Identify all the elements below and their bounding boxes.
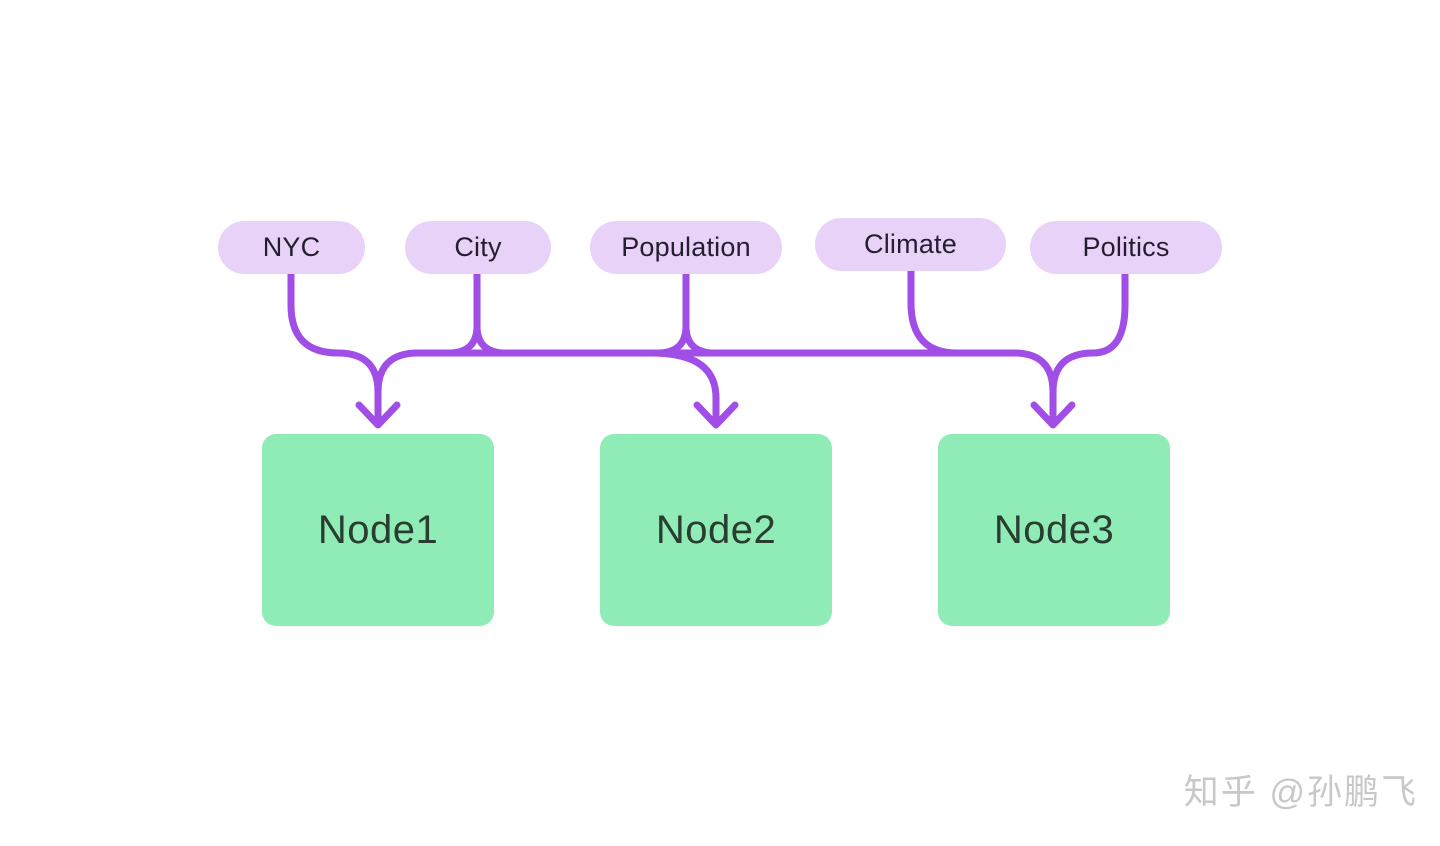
bus-to-node2-feed: [646, 349, 720, 427]
bus-line-with-node1-entry: [374, 349, 1018, 427]
edge-city-branch-left: [444, 322, 481, 357]
source-pill-city-label: City: [454, 232, 502, 262]
source-pill-population: Population: [590, 221, 782, 274]
source-pill-city: City: [405, 221, 551, 274]
edge-climate: [907, 266, 961, 357]
edge-nyc-to-node1: [287, 268, 382, 427]
edge-politics-to-node3: [1049, 270, 1129, 396]
source-pill-nyc-label: NYC: [262, 232, 321, 262]
source-pill-climate: Climate: [815, 218, 1006, 271]
watermark: 知乎 @孙鹏飞: [1128, 764, 1418, 815]
source-pill-politics: Politics: [1030, 221, 1222, 274]
source-pill-climate-label: Climate: [864, 229, 957, 259]
edge-population-branch-right: [682, 322, 719, 357]
source-pill-nyc: NYC: [218, 221, 365, 274]
target-node-1-label: Node1: [317, 507, 439, 552]
bus-node3-left-entry: [1010, 349, 1057, 427]
arrowhead-node2: [693, 401, 739, 429]
target-node-1: Node1: [262, 434, 494, 626]
edge-population-branch-left: [653, 322, 690, 357]
source-pill-population-label: Population: [621, 232, 751, 262]
edge-city-branch-right: [473, 322, 510, 357]
watermark-text: 知乎 @孙鹏飞: [1183, 773, 1418, 812]
arrowhead-node3: [1030, 401, 1076, 429]
target-node-2: Node2: [600, 434, 832, 626]
target-node-3-label: Node3: [993, 507, 1115, 552]
arrowhead-node1: [355, 401, 401, 429]
target-node-3: Node3: [938, 434, 1170, 626]
source-pill-politics-label: Politics: [1082, 232, 1170, 262]
target-node-2-label: Node2: [655, 507, 777, 552]
